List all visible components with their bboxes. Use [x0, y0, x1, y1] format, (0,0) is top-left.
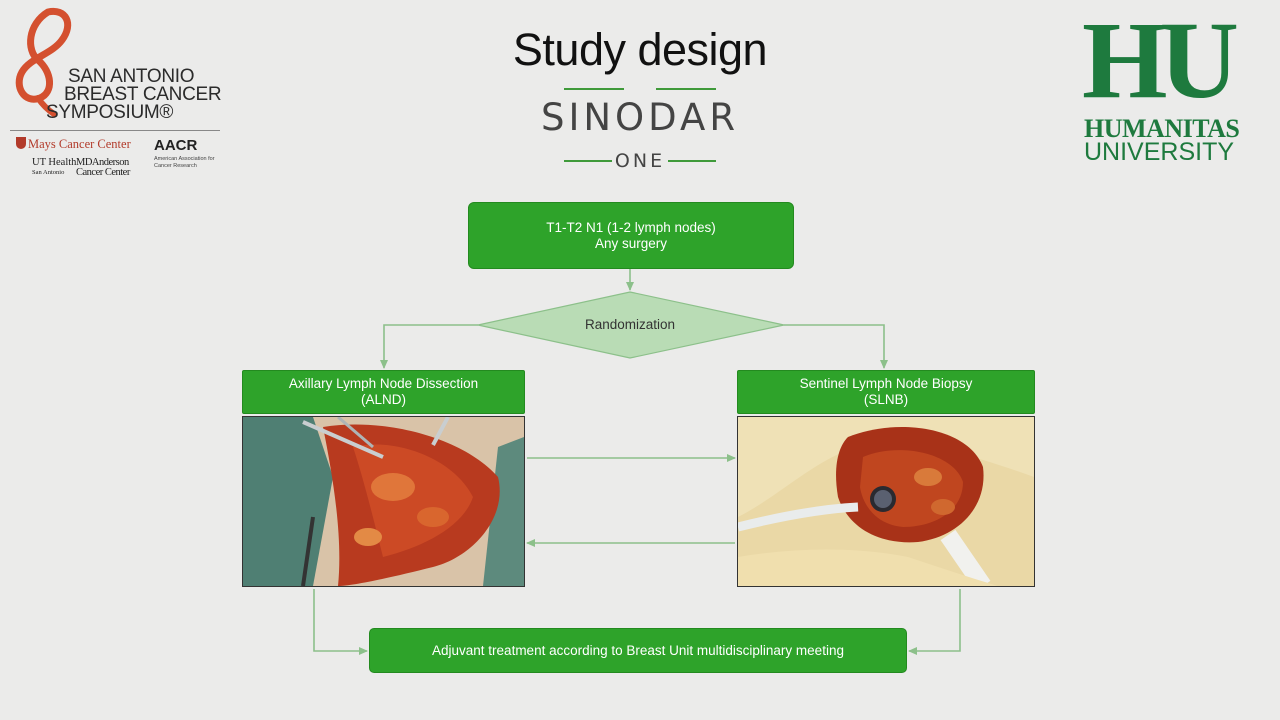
adjuvant-box: Adjuvant treatment according to Breast U… [369, 628, 907, 673]
ut-health-sublabel: San Antonio [32, 169, 65, 176]
sabcs-logo: SAN ANTONIO BREAST CANCER SYMPOSIUM® May… [8, 6, 223, 178]
alnd-line-2: (ALND) [360, 392, 406, 407]
humanitas-name: HUMANITAS [1084, 114, 1240, 143]
randomization-diamond [477, 291, 785, 359]
arrow-randomization-to-alnd [380, 324, 478, 369]
arrow-slnb-to-adjuvant [908, 589, 961, 655]
aacr-sublabel: American Association for Cancer Research [154, 156, 215, 169]
alnd-box: Axillary Lymph Node Dissection (ALND) [242, 370, 525, 414]
aacr-logo: AACR [154, 137, 198, 154]
sabcs-line-3: SYMPOSIUM® [46, 102, 174, 123]
adjuvant-label: Adjuvant treatment according to Breast U… [432, 642, 844, 658]
sinodar-rule-top-right [656, 88, 716, 90]
sinodar-one-logo: SINODAR ONE [520, 86, 760, 176]
mays-shield-icon [16, 137, 26, 149]
slnb-surgery-photo [737, 416, 1035, 587]
humanitas-university-logo: HU HUMANITAS UNIVERSITY [1082, 5, 1272, 170]
md-anderson-label-2: Cancer Center [76, 167, 130, 178]
slide-title: Study design [512, 24, 768, 75]
hu-monogram: HU [1082, 0, 1239, 121]
sinodar-rule-bottom-left [564, 160, 612, 162]
ut-health-label: UT Health [32, 157, 77, 168]
sabcs-line-1: SAN ANTONIO [68, 66, 195, 87]
slnb-line-2: (SLNB) [863, 392, 909, 407]
mays-cancer-center-label: Mays Cancer Center [16, 137, 131, 152]
randomization-label: Randomization [585, 317, 675, 332]
eligibility-line-1: T1-T2 N1 (1-2 lymph nodes) [546, 219, 716, 235]
arrow-randomization-to-slnb [784, 324, 888, 369]
eligibility-box: T1-T2 N1 (1-2 lymph nodes) Any surgery [468, 202, 794, 269]
md-anderson-label-1: MDAnderson [76, 157, 129, 168]
sinodar-suffix: ONE [614, 150, 666, 172]
sinodar-rule-bottom-right [668, 160, 716, 162]
eligibility-line-2: Any surgery [594, 235, 668, 251]
sinodar-name: SINODAR [540, 96, 740, 139]
slnb-box: Sentinel Lymph Node Biopsy (SLNB) [737, 370, 1035, 414]
sinodar-rule-top-left [564, 88, 624, 90]
alnd-line-1: Axillary Lymph Node Dissection [288, 376, 479, 391]
alnd-surgery-photo [242, 416, 525, 587]
sabcs-line-2: BREAST CANCER [64, 84, 222, 105]
sabcs-ribbon-icon [15, 7, 72, 117]
university-name: UNIVERSITY [1084, 138, 1235, 166]
sabcs-divider [10, 130, 220, 131]
slnb-line-1: Sentinel Lymph Node Biopsy [799, 376, 973, 391]
arrow-alnd-to-adjuvant [313, 589, 368, 655]
